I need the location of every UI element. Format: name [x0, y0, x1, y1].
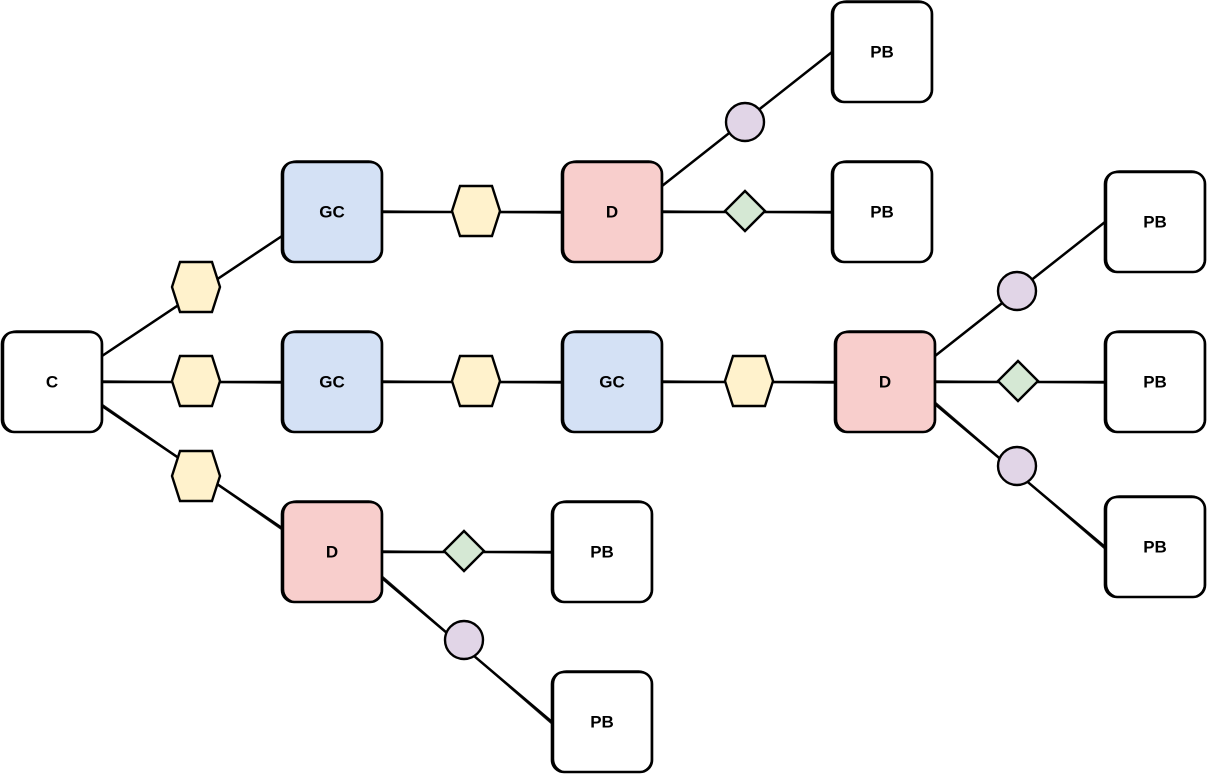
- hexagon-marker-gc2-gc3: [450, 354, 502, 408]
- node-d3[interactable]: D: [280, 500, 384, 604]
- node-pb4[interactable]: PB: [1103, 330, 1207, 434]
- circle-marker-d2-pb5: [996, 445, 1038, 487]
- node-box-sketch: [282, 330, 383, 433]
- node-label: D: [879, 373, 891, 392]
- hexagon-marker-c-gc2: [170, 354, 222, 408]
- node-d2[interactable]: D: [833, 330, 937, 434]
- node-pb5[interactable]: PB: [1103, 495, 1207, 599]
- diamond-marker-d1-pb2: [723, 189, 767, 233]
- node-box-sketch: [562, 330, 663, 433]
- hexagon-marker-gc1-d1: [450, 184, 502, 238]
- node-gc3[interactable]: GC: [560, 330, 664, 434]
- node-box-sketch: [2, 330, 103, 433]
- node-label: PB: [870, 203, 894, 222]
- node-label: GC: [319, 203, 345, 222]
- hexagon-marker-c-d3: [170, 449, 222, 503]
- circle-marker-d1-pb1: [724, 101, 766, 143]
- node-box-sketch: [1105, 330, 1206, 433]
- node-label: PB: [590, 713, 614, 732]
- node-label: D: [606, 203, 618, 222]
- circle-marker-d2-pb3: [996, 270, 1038, 312]
- node-label: PB: [870, 43, 894, 62]
- node-box-sketch: [835, 330, 936, 433]
- node-box-sketch: [1105, 170, 1206, 273]
- node-label: GC: [319, 373, 345, 392]
- node-box-sketch: [282, 500, 383, 603]
- node-pb3[interactable]: PB: [1103, 170, 1207, 274]
- node-box-sketch: [1105, 495, 1206, 598]
- node-label: PB: [1143, 213, 1167, 232]
- node-label: GC: [599, 373, 625, 392]
- node-label: D: [326, 543, 338, 562]
- hexagon-marker-gc3-d2: [723, 354, 775, 408]
- diamond-marker-d3-pb6: [442, 529, 486, 573]
- node-box-sketch: [832, 0, 933, 103]
- node-label: PB: [1143, 538, 1167, 557]
- node-c[interactable]: C: [0, 330, 104, 434]
- node-box-sketch: [562, 160, 663, 263]
- node-box-sketch: [552, 670, 653, 773]
- circle-marker-d3-pb7: [443, 619, 485, 661]
- markers-layer: [170, 101, 1040, 661]
- hexagon-marker-c-gc1: [170, 260, 222, 314]
- node-pb7[interactable]: PB: [550, 670, 654, 774]
- node-gc2[interactable]: GC: [280, 330, 384, 434]
- node-pb6[interactable]: PB: [550, 500, 654, 604]
- node-gc1[interactable]: GC: [280, 160, 384, 264]
- node-pb1[interactable]: PB: [830, 0, 934, 104]
- node-pb2[interactable]: PB: [830, 160, 934, 264]
- diamond-marker-d2-pb4: [996, 359, 1040, 403]
- node-box-sketch: [282, 160, 383, 263]
- node-label: PB: [1143, 373, 1167, 392]
- node-label: C: [46, 373, 58, 392]
- node-label: PB: [590, 543, 614, 562]
- node-box-sketch: [552, 500, 653, 603]
- node-box-sketch: [832, 160, 933, 263]
- node-d1[interactable]: D: [560, 160, 664, 264]
